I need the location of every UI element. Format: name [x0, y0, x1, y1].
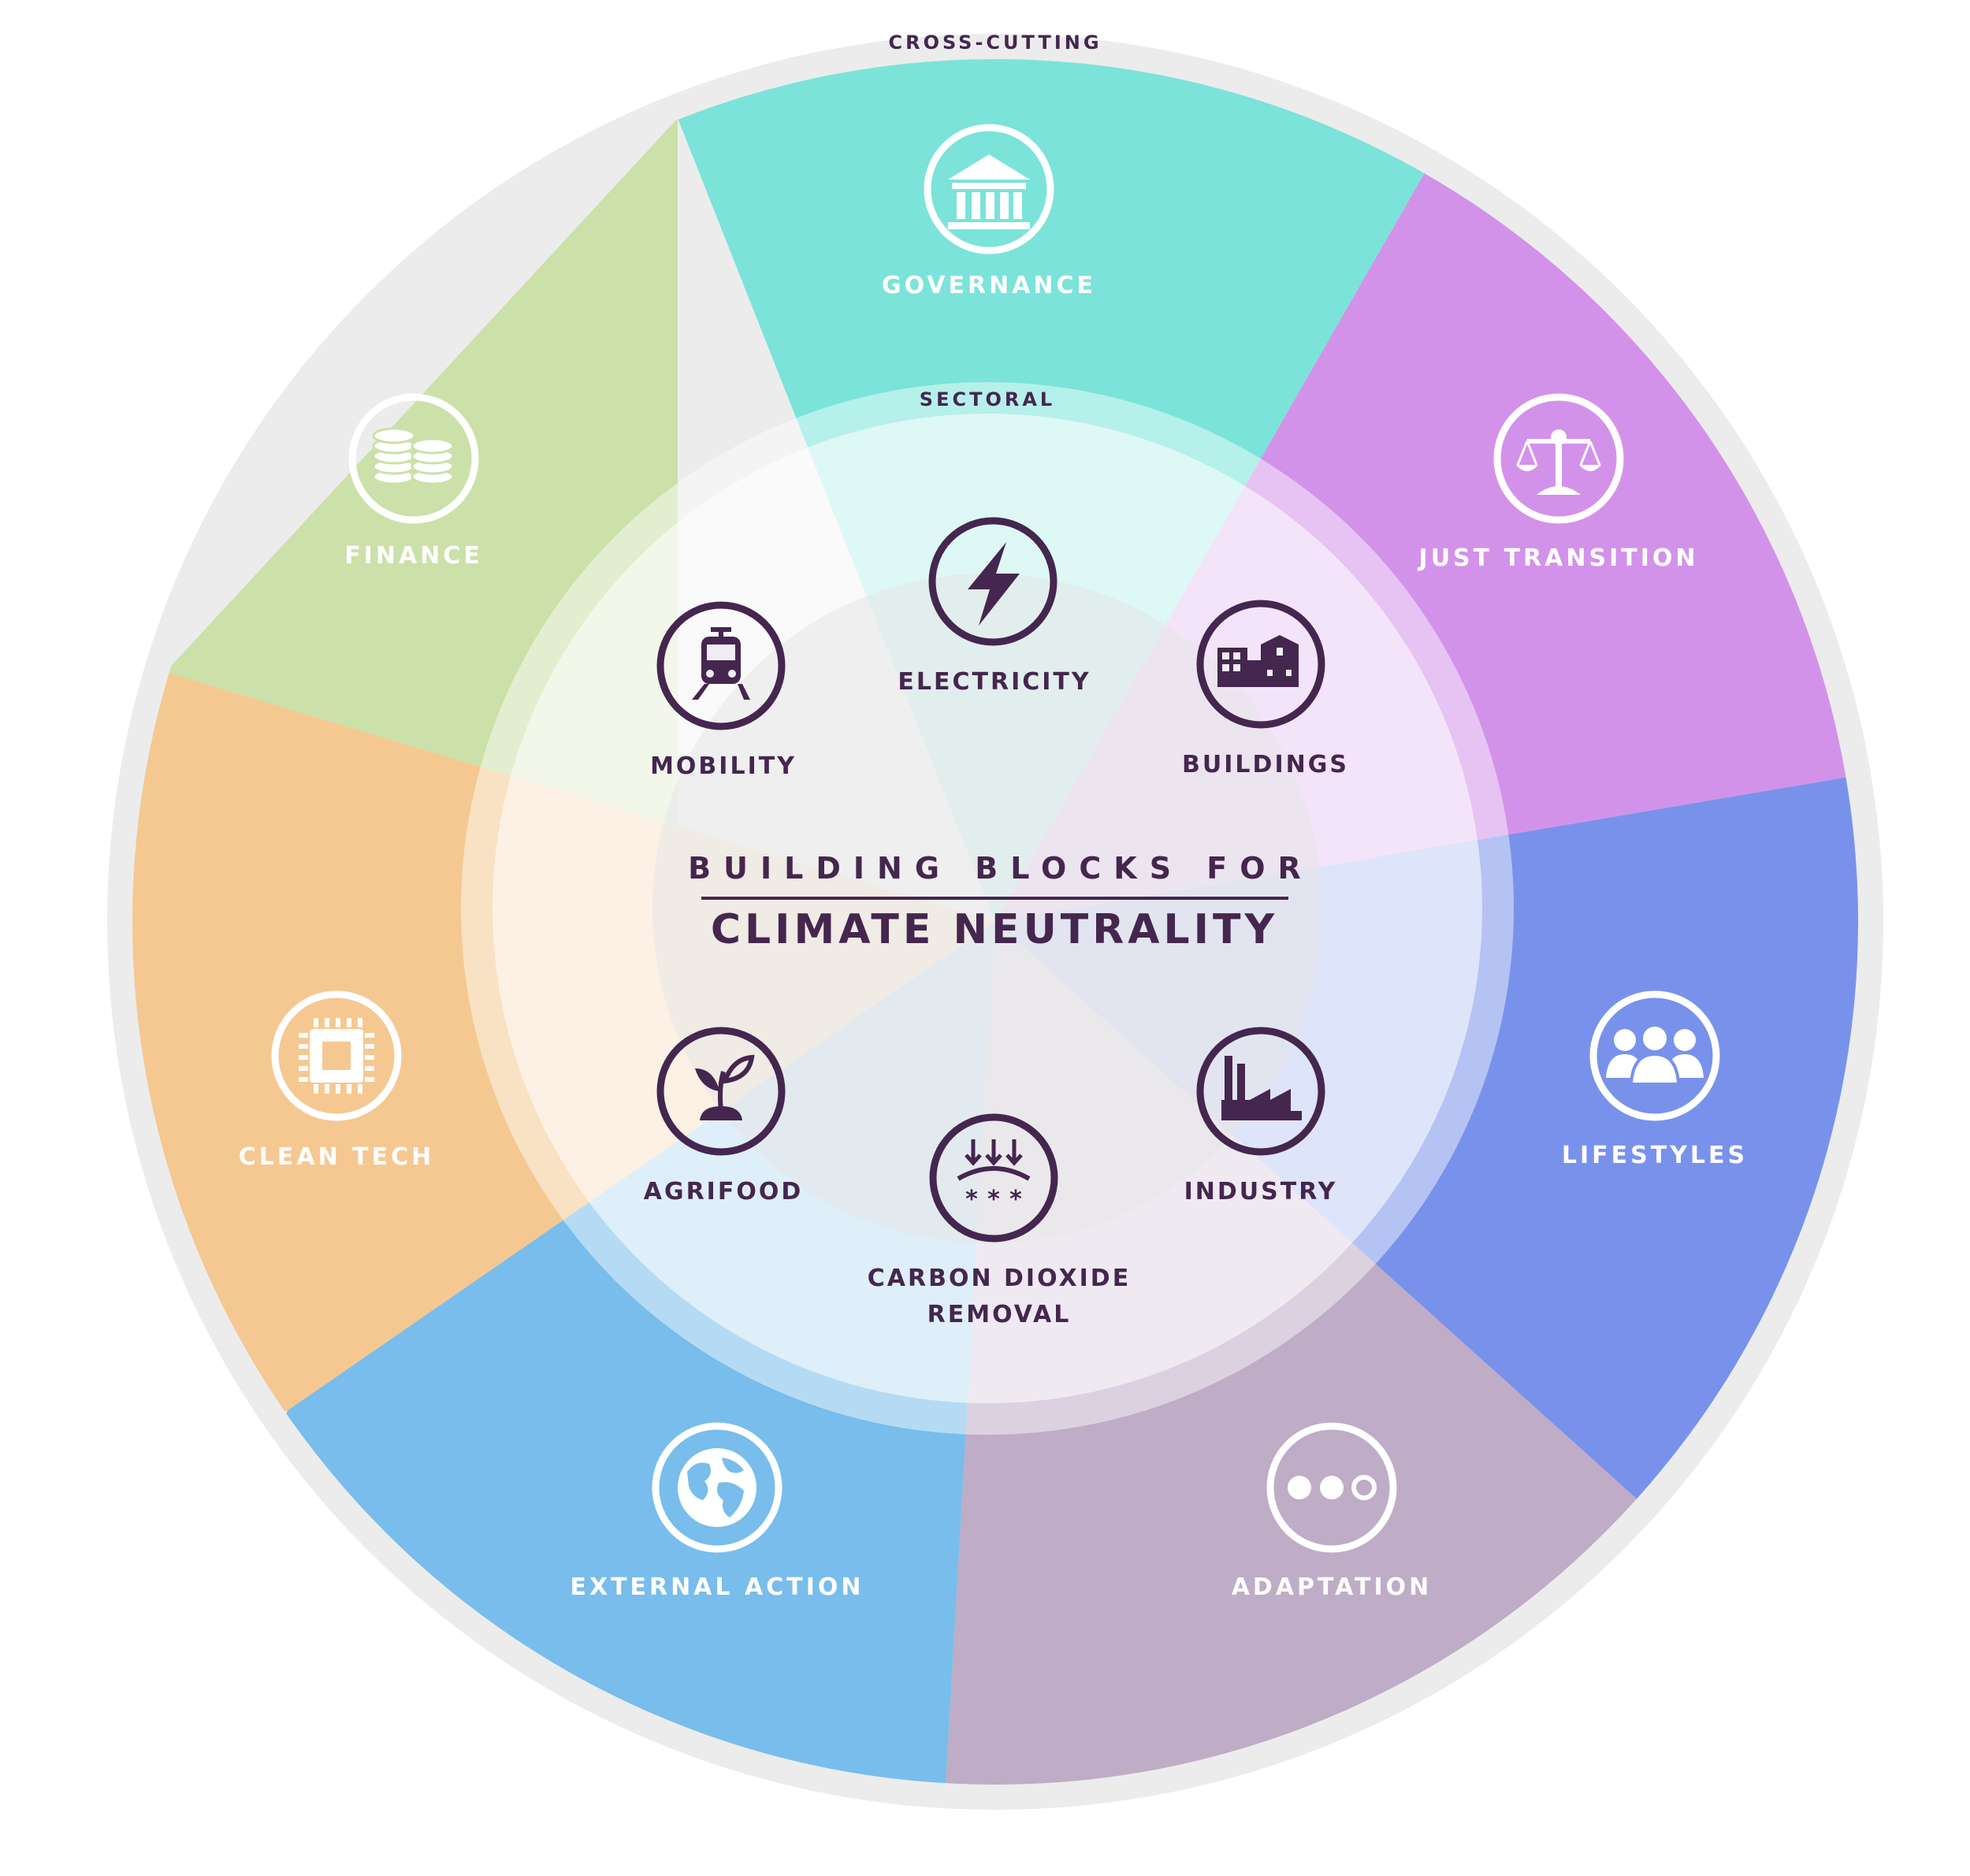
just-transition-icon-ring: [1493, 393, 1624, 524]
center-disc: [652, 574, 1322, 1243]
electricity-label: ELECTRICITY: [898, 668, 1091, 696]
node-external-action[interactable]: EXTERNAL ACTION: [570, 1422, 864, 1601]
lifestyles-label: LIFESTYLES: [1562, 1142, 1748, 1169]
coins-icon: [372, 427, 455, 485]
clean-tech-label: CLEAN TECH: [239, 1143, 434, 1171]
train-icon: [692, 627, 750, 700]
dots-icon: [1288, 1475, 1377, 1500]
bank-icon: [948, 154, 1030, 229]
finance-icon-ring: [348, 393, 479, 524]
governance-label: GOVERNANCE: [882, 272, 1096, 299]
cross-cutting-label: CROSS-CUTTING: [888, 32, 1102, 54]
sector-finance: [165, 118, 995, 930]
clean-tech-icon-ring: [271, 990, 402, 1121]
carbon-dioxide-removal-label-line1: CARBON DIOXIDE: [868, 1265, 1131, 1292]
industry-label: INDUSTRY: [1184, 1178, 1338, 1205]
svg-text:*: *: [965, 1186, 978, 1213]
sectoral-label: SECTORAL: [920, 388, 1055, 410]
external-action-icon-ring: [652, 1422, 782, 1553]
agrifood-label: AGRIFOOD: [644, 1178, 804, 1205]
svg-text:*: *: [987, 1186, 1000, 1213]
node-mobility[interactable]: MOBILITY: [650, 601, 797, 780]
node-agrifood[interactable]: AGRIFOOD: [644, 1027, 804, 1205]
external-action-label: EXTERNAL ACTION: [570, 1573, 864, 1601]
svg-text:*: *: [1009, 1186, 1022, 1213]
adaptation-icon-ring: [1266, 1422, 1397, 1553]
title-line2: CLIMATE NEUTRALITY: [711, 906, 1278, 953]
chip-icon: [299, 1018, 374, 1094]
just-transition-label: JUST TRANSITION: [1418, 544, 1699, 572]
carbon-dioxide-removal-icon-ring: [929, 1113, 1058, 1243]
node-carbon-dioxide-removal[interactable]: * * * CARBON DIOXIDE REMOVAL: [868, 1113, 1131, 1328]
industry-icon-ring: [1196, 1027, 1325, 1156]
node-finance[interactable]: FINANCE: [344, 393, 483, 570]
mobility-icon-ring: [656, 601, 786, 730]
adaptation-label: ADAPTATION: [1232, 1573, 1433, 1601]
people-icon: [1606, 1023, 1704, 1086]
co2-removal-icon: * * *: [957, 1139, 1031, 1213]
electricity-icon-ring: [928, 517, 1057, 646]
buildings-icon-ring: [1196, 600, 1325, 729]
agrifood-icon-ring: [656, 1027, 786, 1156]
node-electricity[interactable]: ELECTRICITY: [898, 517, 1091, 696]
center-title: BUILDING BLOCKS FOR CLIMATE NEUTRALITY: [688, 851, 1314, 953]
globe-icon: [678, 1448, 756, 1527]
carbon-dioxide-removal-label-line2: REMOVAL: [927, 1301, 1072, 1328]
finance-label: FINANCE: [344, 542, 483, 570]
buildings-icon: [1217, 635, 1299, 687]
node-lifestyles[interactable]: LIFESTYLES: [1562, 990, 1748, 1169]
lightning-icon: [968, 542, 1020, 626]
governance-icon-ring: [924, 124, 1054, 254]
lifestyles-icon-ring: [1589, 990, 1720, 1121]
factory-icon: [1221, 1056, 1302, 1120]
buildings-label: BUILDINGS: [1182, 751, 1349, 778]
node-industry[interactable]: INDUSTRY: [1184, 1027, 1338, 1205]
node-buildings[interactable]: BUILDINGS: [1182, 600, 1349, 778]
node-adaptation[interactable]: ADAPTATION: [1232, 1422, 1433, 1601]
scales-icon: [1516, 429, 1601, 495]
node-governance[interactable]: GOVERNANCE: [882, 124, 1096, 299]
node-just-transition[interactable]: JUST TRANSITION: [1418, 393, 1699, 572]
node-clean-tech[interactable]: CLEAN TECH: [239, 990, 434, 1171]
sprout-icon: [695, 1054, 755, 1120]
title-line1: BUILDING BLOCKS FOR: [688, 851, 1314, 886]
mobility-label: MOBILITY: [650, 752, 797, 780]
